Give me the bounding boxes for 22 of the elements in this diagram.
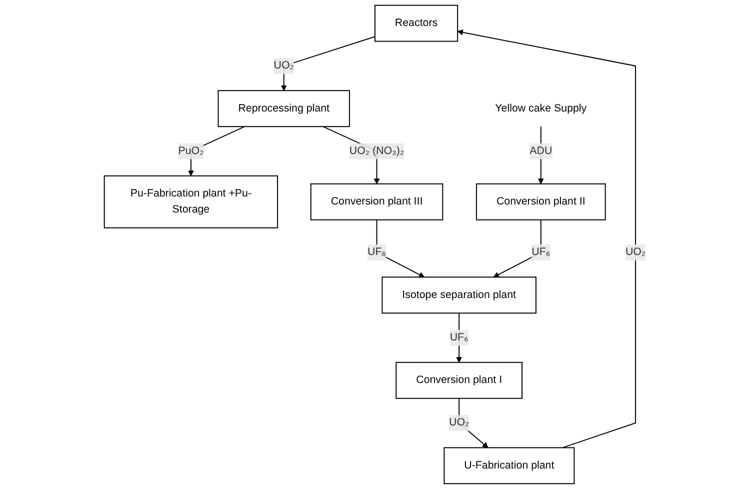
edge-label: PuO₂ [178,145,204,157]
node-box: Isotope separation plant [382,276,536,314]
arrow [458,398,488,448]
edge-label: ADU [530,145,552,157]
edge-label: UO₂ [274,60,294,72]
arrow [280,36,376,91]
node-box: Conversion plant II [476,183,606,220]
edge-label: UO₂ (NO₃)₂ [349,145,404,157]
node-box: Conversion plant I [396,362,523,399]
edge-label: UO₂ [449,417,470,428]
arrow [376,219,425,278]
edge-label: UF₆ [532,246,550,258]
arrow [538,126,544,184]
node-box: Pu-Fabrication plant +Pu-Storage [104,175,278,228]
node-box: U-Fabrication plant [444,447,575,484]
node-text: Yellow cake Supply [495,102,587,114]
edge-label: UO₂ [625,246,646,258]
node-box: Reprocessing plant [218,90,350,128]
node-box: Reactors [374,4,458,42]
edge-label: UF₆ [450,332,468,344]
edge-label: UF₆ [368,246,386,258]
node-box: Conversion plant III [310,183,444,220]
